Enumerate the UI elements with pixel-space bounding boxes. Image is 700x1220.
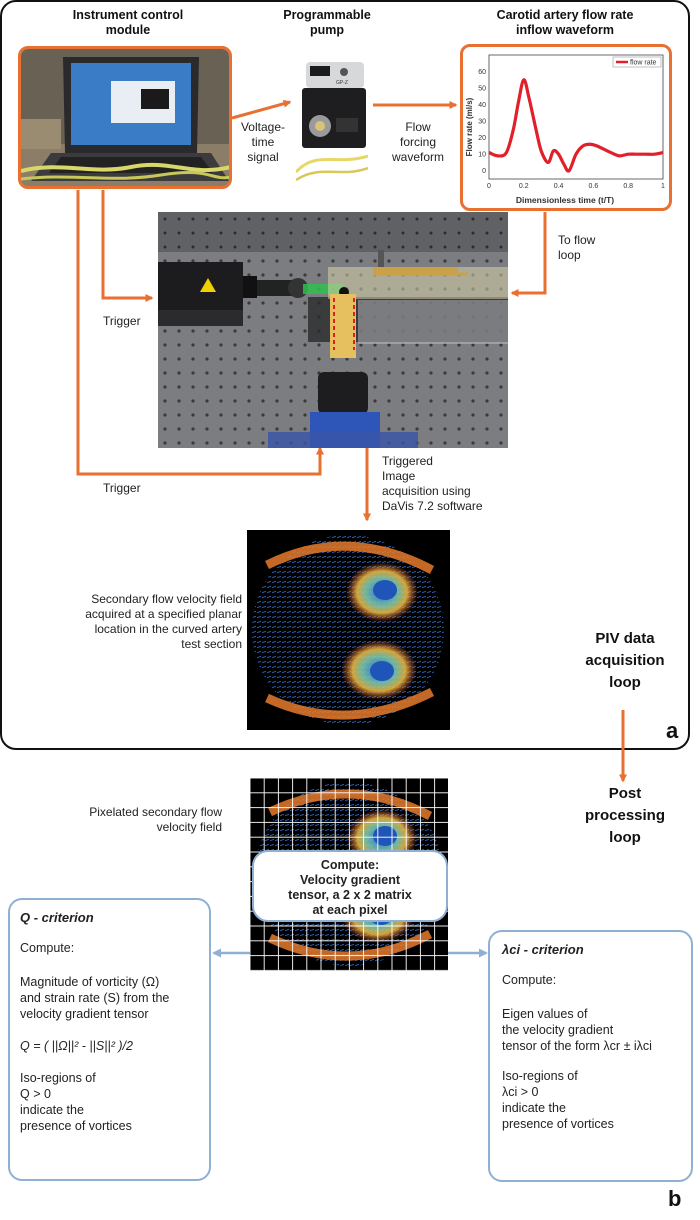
q-criterion-box: Q - criterion Compute: Magnitude of vort… [8, 898, 211, 1181]
chart-ytick-label: 10 [478, 152, 486, 159]
chart-legend: flow rate [612, 56, 662, 68]
chart-xtick-label: 0.8 [623, 183, 633, 190]
chart-ylabel: Flow rate (ml/s) [465, 97, 474, 156]
to-flow-loop-label: To flow loop [558, 233, 596, 262]
lambda-compute-label: Compute: [502, 973, 557, 987]
chart-ytick-label: 40 [478, 102, 486, 109]
chart-xtick-label: 0.6 [589, 183, 599, 190]
pump-title: Programmable pump [283, 8, 371, 37]
arrow-to-flow-loop [510, 212, 547, 297]
trigger-label-2: Trigger [103, 481, 141, 495]
secondary-field-label: Secondary flow velocity field acquired a… [85, 592, 242, 651]
lambda-criterion-title: λci - criterion [502, 942, 584, 957]
q-iso-regions: Iso-regions of Q > 0 indicate the presen… [20, 1071, 132, 1133]
lambda-criterion-content: λci - criterion Compute: Eigen values of… [502, 942, 687, 1132]
chart-xlabel: Dimensionless time (t/T) [516, 195, 614, 205]
velocity-field-image [252, 535, 444, 725]
flow-forcing-label: Flow forcing waveform [391, 120, 444, 164]
voltage-label: Voltage- time signal [240, 120, 286, 164]
piv-loop-label: PIV data acquisition loop [585, 630, 665, 691]
image-acquisition-label: Triggered Image acquisition using DaVis … [382, 454, 483, 513]
post-processing-label: Post processing loop [584, 785, 666, 846]
arrow-trigger-camera [76, 190, 324, 476]
q-formula: Q = ( ||Ω||² - ||S||² )/2 [20, 1039, 133, 1053]
legend-label: flow rate [630, 60, 657, 67]
chart-ytick-label: 0 [482, 168, 486, 175]
flow-rate-series [488, 78, 664, 173]
pump-photo: GP-Z [296, 54, 368, 187]
velocity-gradient-text: Compute: Velocity gradient tensor, a 2 x… [288, 858, 412, 917]
pump-image: GP-Z [296, 62, 368, 182]
instrument-module-photo [18, 46, 232, 189]
experimental-setup-photo [158, 212, 508, 448]
svg-text:GP-Z: GP-Z [336, 80, 348, 86]
piv-loop-frame [0, 0, 690, 750]
chart-xtick-label: 0.4 [554, 183, 564, 190]
q-criterion-title: Q - criterion [20, 910, 94, 925]
arrow-trigger-laser [101, 190, 154, 302]
lambda-ci-criterion-box: λci - criterion Compute: Eigen values of… [488, 930, 693, 1182]
q-description: Magnitude of vorticity (Ω) and strain ra… [20, 975, 170, 1021]
lambda-description: Eigen values of the velocity gradient te… [502, 1007, 652, 1053]
chart-plot-area [488, 54, 664, 180]
piv-velocity-field-photo [247, 530, 450, 730]
instrument-title: Instrument control module [72, 8, 184, 37]
pixelated-field-label: Pixelated secondary flow velocity field [89, 805, 222, 834]
velocity-gradient-box: Compute: Velocity gradient tensor, a 2 x… [252, 850, 448, 922]
laptop-photo [21, 49, 229, 186]
waveform-title: Carotid artery flow rate inflow waveform [496, 8, 634, 37]
trigger-label-1: Trigger [103, 314, 141, 328]
panel-a-letter: a [666, 718, 679, 743]
setup-image [158, 212, 508, 448]
chart-ytick-label: 20 [478, 135, 486, 142]
q-criterion-content: Q - criterion Compute: Magnitude of vort… [20, 910, 205, 1134]
chart-xtick-label: 0.2 [519, 183, 529, 190]
lambda-iso-regions: Iso-regions of λci > 0 indicate the pres… [502, 1069, 614, 1131]
chart-ytick-label: 60 [478, 69, 486, 76]
chart-ytick-label: 50 [478, 86, 486, 93]
arrow-voltage-signal [231, 99, 292, 120]
chart-xtick-label: 0 [487, 183, 491, 190]
q-compute-label: Compute: [20, 941, 75, 955]
panel-b-letter: b [668, 1186, 682, 1211]
chart-ytick-label: 30 [478, 119, 486, 126]
chart-xtick-label: 1 [661, 183, 665, 190]
